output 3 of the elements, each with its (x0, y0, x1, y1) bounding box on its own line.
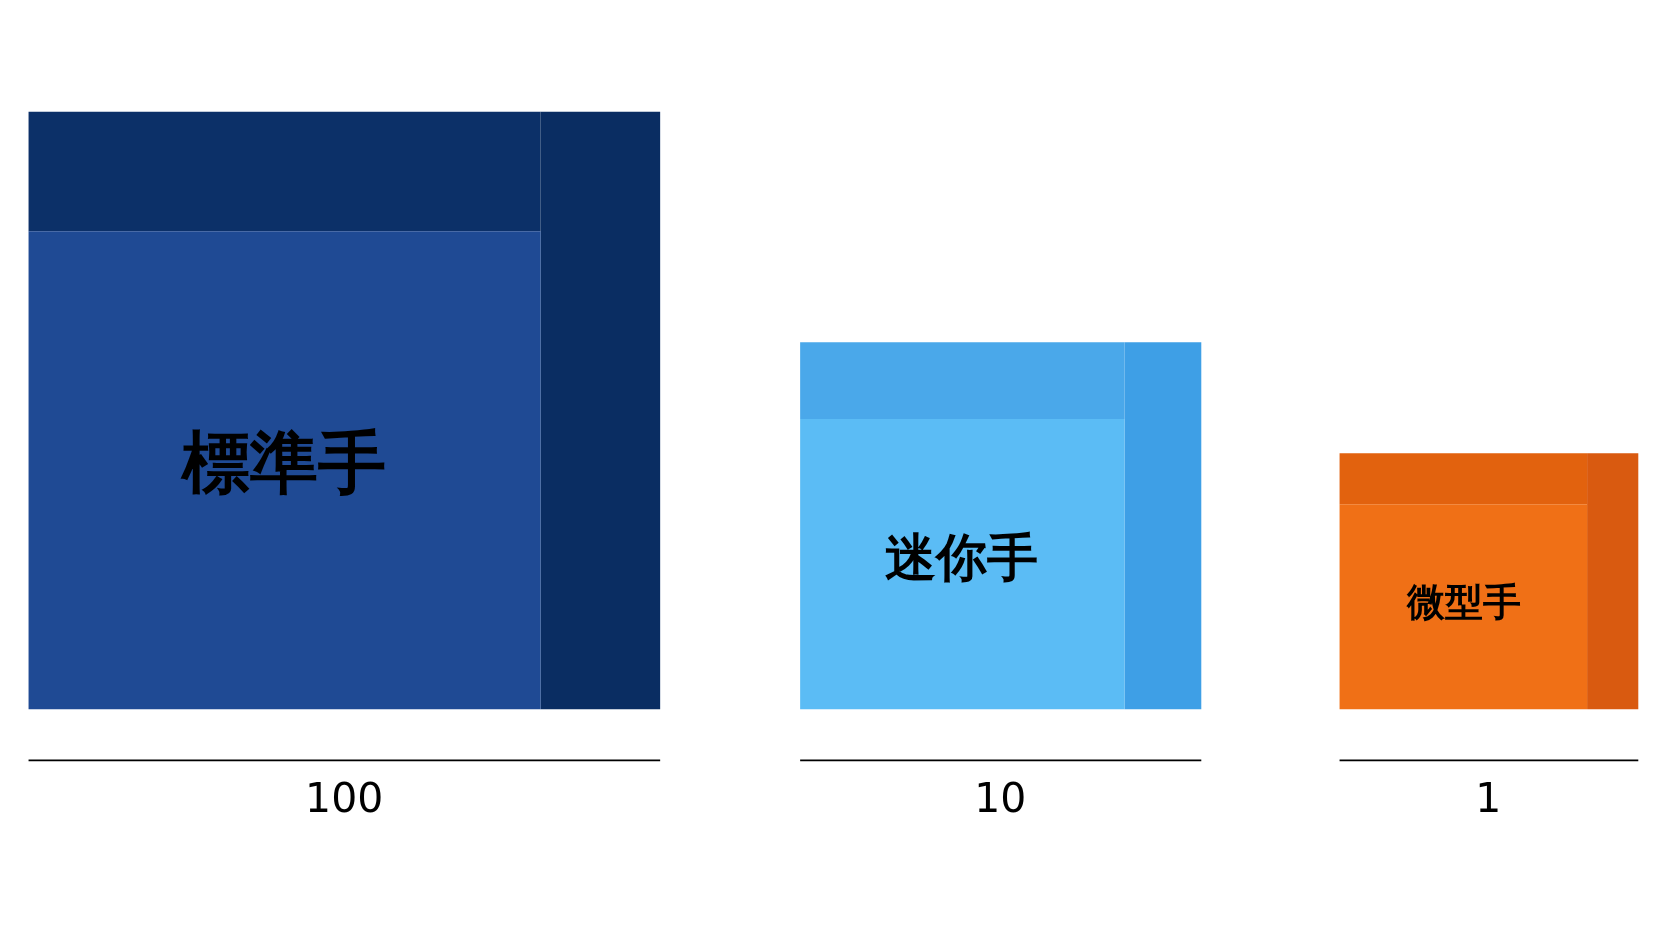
node-label: 10 (974, 773, 1027, 822)
node-label: 1 (1475, 773, 1502, 822)
node-label: 100 (305, 773, 384, 822)
